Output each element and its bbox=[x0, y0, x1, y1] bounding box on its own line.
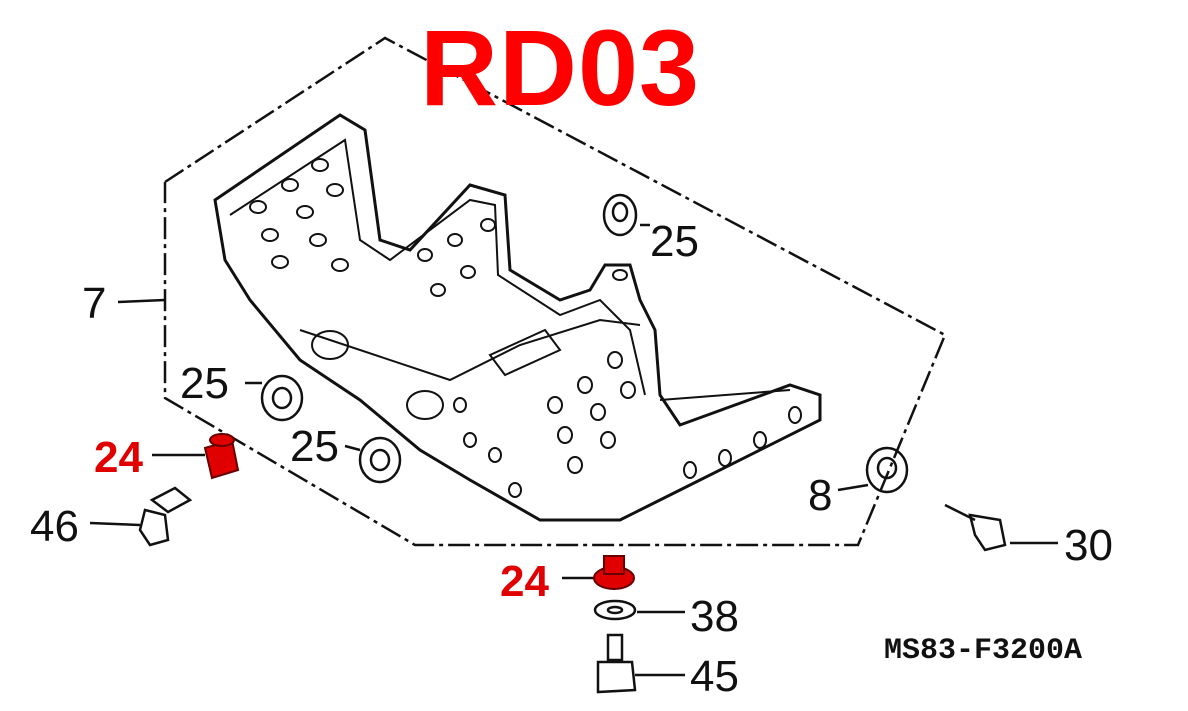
callout-38: 38 bbox=[690, 592, 739, 641]
bolt-icon bbox=[138, 486, 193, 547]
callout-24-highlighted: 24 bbox=[500, 557, 549, 606]
callout-25: 25 bbox=[650, 217, 699, 266]
callout-25: 25 bbox=[290, 422, 339, 471]
callout-46: 46 bbox=[30, 502, 79, 551]
washer-icon bbox=[593, 599, 637, 621]
assembly-boundary bbox=[163, 36, 947, 547]
bolt-icon bbox=[944, 503, 1007, 552]
callout-30: 30 bbox=[1064, 521, 1113, 570]
callout-45: 45 bbox=[690, 652, 739, 701]
grommet-icon bbox=[260, 193, 909, 494]
callout-24-highlighted: 24 bbox=[94, 433, 143, 482]
collar-icon-highlighted bbox=[203, 433, 635, 590]
model-title: RD03 bbox=[420, 7, 701, 128]
skid-plate bbox=[213, 113, 822, 522]
diagram-code: MS83-F3200A bbox=[884, 634, 1083, 668]
callout-25: 25 bbox=[180, 359, 229, 408]
bolt-icon bbox=[596, 633, 637, 694]
callout-7: 7 bbox=[82, 279, 107, 328]
callout-8: 8 bbox=[808, 471, 833, 520]
